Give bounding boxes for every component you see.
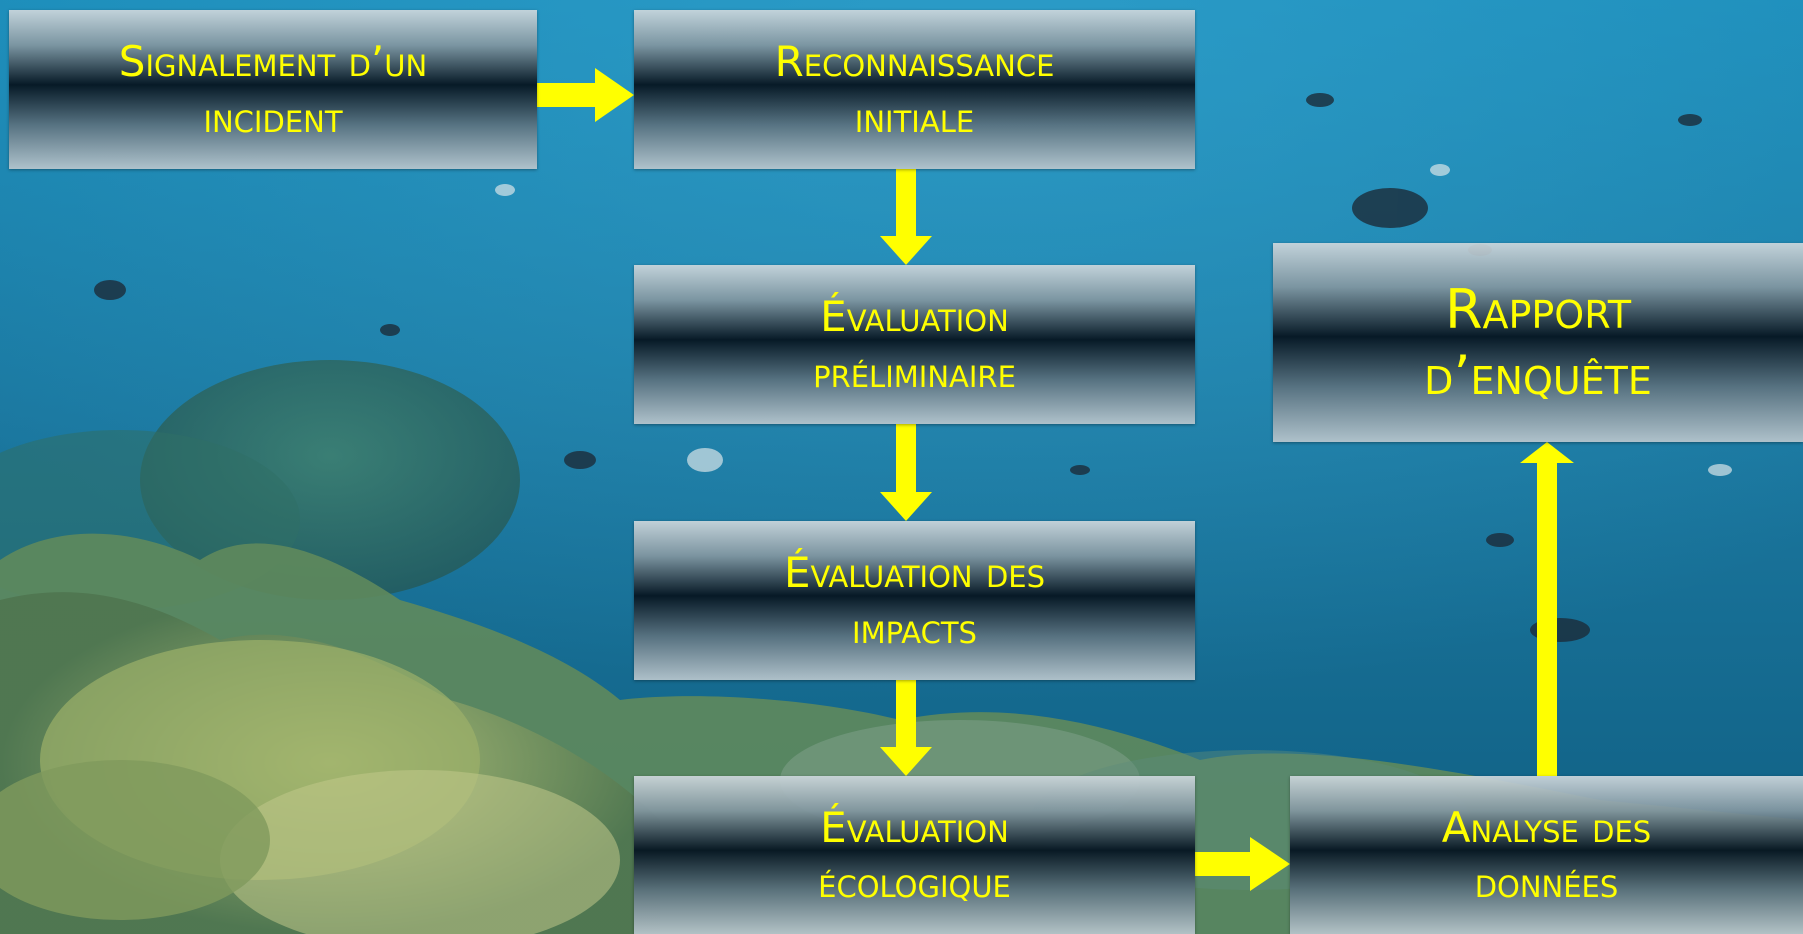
node-reconnaissance-line1: Reconnaissance — [774, 37, 1055, 87]
node-signalement-incident: Signalement d’un incident — [9, 10, 537, 169]
node-evaluation-impacts: Évaluation des impacts — [634, 521, 1195, 680]
node-ecologique-line1: Évaluation — [820, 802, 1009, 852]
node-rapport-line1: Rapport — [1444, 277, 1632, 341]
node-impacts-line1: Évaluation des — [783, 548, 1046, 598]
node-preliminaire-line2: préliminaire — [813, 347, 1016, 397]
node-reconnaissance-initiale: Reconnaissance initiale — [634, 10, 1195, 169]
node-signalement-line1: Signalement d’un — [118, 37, 428, 87]
node-ecologique-line2: écologique — [818, 858, 1011, 907]
node-analyse-donnees: Analyse des données — [1290, 776, 1803, 934]
node-preliminaire-line1: Évaluation — [820, 292, 1009, 342]
node-evaluation-preliminaire: Évaluation préliminaire — [634, 265, 1195, 424]
node-analyse-line1: Analyse des — [1441, 802, 1652, 852]
node-rapport-enquete: Rapport d’enquête — [1273, 243, 1803, 442]
node-impacts-line2: impacts — [852, 603, 977, 653]
node-analyse-line2: données — [1474, 858, 1619, 907]
node-rapport-line2: d’enquête — [1424, 343, 1652, 407]
node-evaluation-ecologique: Évaluation écologique — [634, 776, 1195, 934]
node-signalement-line2: incident — [203, 92, 343, 142]
node-reconnaissance-line2: initiale — [854, 92, 975, 142]
